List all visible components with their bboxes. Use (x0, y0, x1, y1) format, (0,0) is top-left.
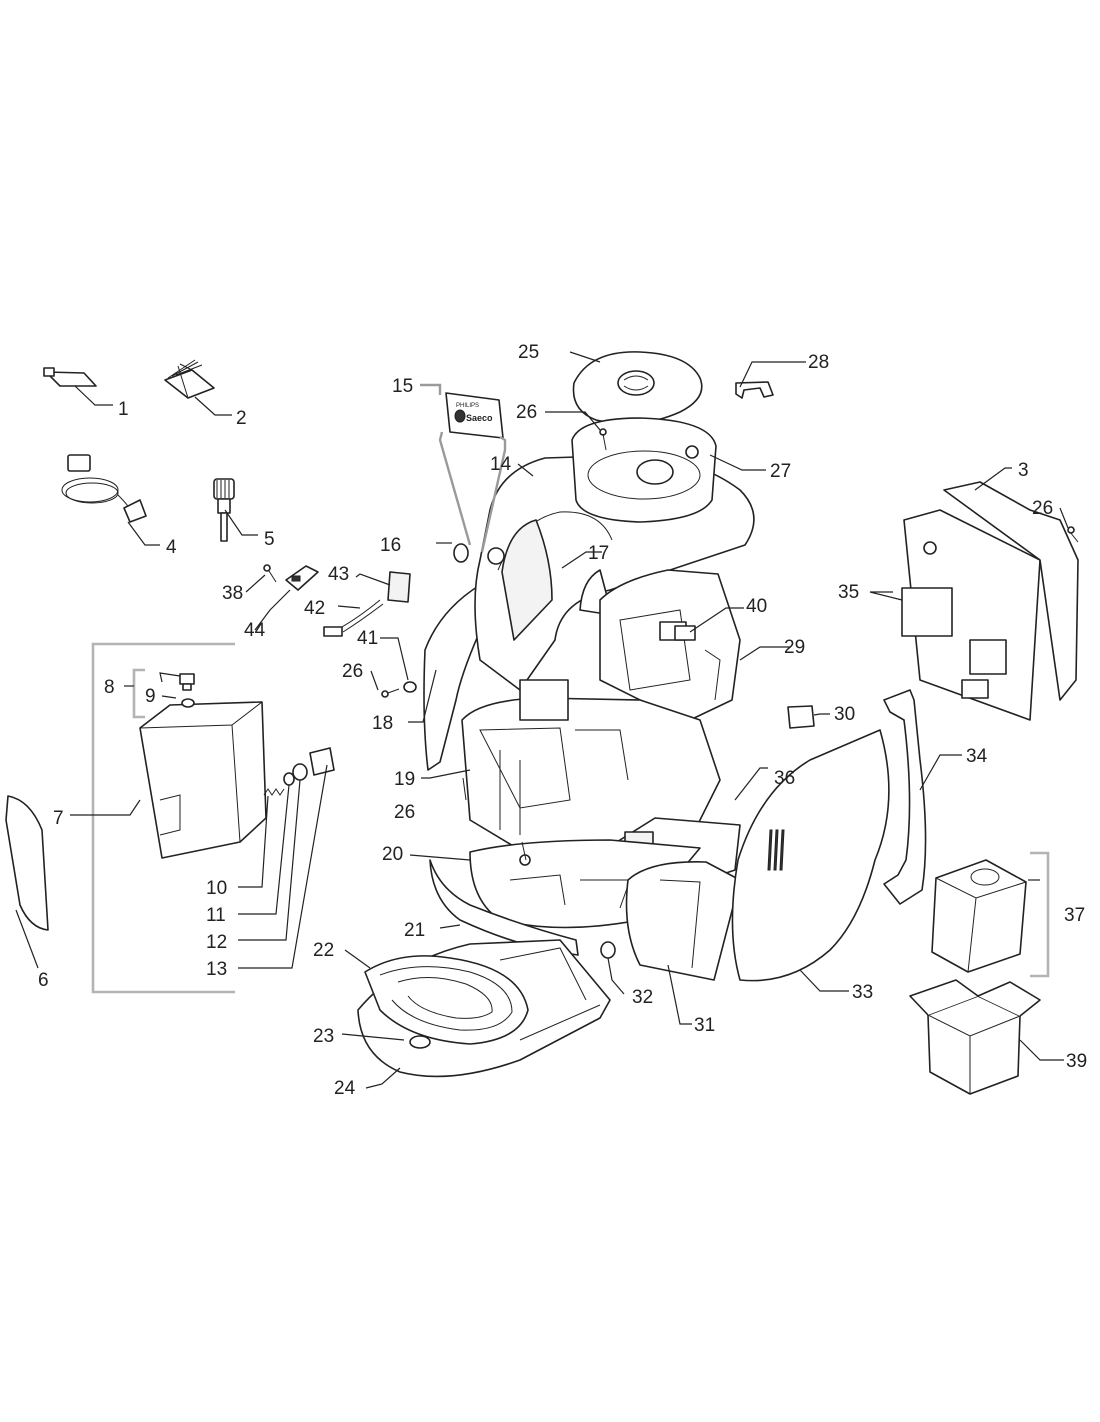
callout-39: 39 (1066, 1051, 1087, 1072)
part-21-trim (429, 859, 579, 956)
callout-26-mid: 26 (342, 661, 363, 682)
callout-29: 29 (784, 637, 805, 658)
callout-3: 3 (1018, 460, 1029, 481)
callout-11: 11 (206, 905, 226, 926)
callout-37: 37 (1064, 905, 1085, 926)
callout-33: 33 (852, 982, 873, 1003)
callout-20: 20 (382, 844, 403, 865)
callout-34: 34 (966, 746, 988, 767)
callout-4: 4 (166, 537, 177, 558)
callout-6: 6 (38, 970, 49, 991)
part-43-pad (387, 571, 411, 603)
leader-lines (15, 351, 1069, 1089)
part-26-screw-a (381, 688, 400, 698)
part-13-valve-plate (309, 747, 335, 776)
part-39-box (909, 979, 1041, 1095)
part-5-knob (213, 478, 235, 542)
callout-35: 35 (838, 582, 859, 603)
callout-25: 25 (518, 342, 539, 363)
callout-44: 44 (244, 620, 266, 641)
part-26-screw-b (1067, 526, 1079, 543)
part-29-frame (599, 569, 741, 721)
callout-32: 32 (632, 987, 653, 1008)
callout-2: 2 (236, 408, 247, 429)
callout-7: 7 (53, 808, 64, 829)
part-37-packaging-insert (931, 859, 1027, 973)
callout-26-bottom: 26 (394, 802, 415, 823)
callout-30: 30 (834, 704, 855, 725)
part-4-power-cord (61, 454, 147, 523)
part-26-screw-c (599, 428, 607, 451)
bracket-37-group (1030, 851, 1050, 978)
callout-13: 13 (206, 959, 227, 980)
part-25-lid (572, 351, 703, 425)
callout-38: 38 (222, 583, 243, 604)
callout-12: 12 (206, 932, 227, 953)
callout-10: 10 (206, 878, 227, 899)
part-26-screw-d (462, 777, 527, 861)
callout-26-top: 26 (516, 402, 537, 423)
bracket-15-badge (420, 383, 507, 553)
callout-18: 18 (372, 713, 393, 734)
part-3-board-cover (943, 481, 1079, 701)
part-33-side-door (731, 729, 890, 982)
part-31-drip-front (625, 861, 741, 981)
part-19-chassis (461, 679, 721, 851)
bracket-8-group (132, 668, 145, 719)
callout-27: 27 (770, 461, 791, 482)
part-1-grease-tube (43, 367, 97, 387)
callout-21: 21 (404, 920, 425, 941)
callout-1: 1 (118, 399, 129, 420)
part-35-power-board (901, 509, 1041, 721)
callout-23: 23 (313, 1026, 334, 1047)
callout-22: 22 (313, 940, 334, 961)
part-9-o-ring (181, 698, 195, 708)
part-44-sensor (285, 565, 319, 591)
part-11-washer (283, 772, 295, 786)
callout-5: 5 (264, 529, 275, 550)
bracket-7-group (91, 642, 235, 994)
part-30-button (787, 705, 815, 729)
part-15-badge: PHILIPS Saeco (445, 392, 504, 439)
callout-15: 15 (392, 376, 413, 397)
callout-8: 8 (104, 677, 115, 698)
badge-brand: PHILIPS (456, 403, 479, 409)
part-10-spring (263, 788, 285, 796)
callout-labels: 1 2 3 4 5 6 7 8 9 10 11 12 13 14 15 16 1… (38, 342, 1087, 1099)
callout-42: 42 (304, 598, 325, 619)
callout-16: 16 (380, 535, 401, 556)
badge-model: Saeco (466, 413, 493, 423)
part-2-manual (164, 359, 215, 399)
part-6-side-panel (5, 795, 49, 931)
part-27-bean-hopper (571, 417, 717, 523)
callout-43: 43 (328, 564, 349, 585)
callout-17: 17 (588, 543, 609, 564)
part-34-hinge-rod (883, 689, 927, 905)
part-40-switch (674, 625, 696, 641)
part-7-water-tank (139, 701, 267, 859)
part-38-screw (263, 564, 277, 583)
part-23-float (409, 1035, 431, 1049)
part-28-clip (735, 381, 774, 399)
part-42-cable (323, 599, 384, 637)
callout-41: 41 (357, 628, 378, 649)
part-16-washer (453, 543, 469, 563)
callout-28: 28 (808, 352, 829, 373)
callout-19: 19 (394, 769, 415, 790)
callout-31: 31 (694, 1015, 715, 1036)
callout-14: 14 (490, 454, 512, 475)
part-8-valve (179, 673, 195, 691)
callout-24: 24 (334, 1078, 356, 1099)
callout-36: 36 (774, 768, 795, 789)
callout-9: 9 (145, 686, 156, 707)
callout-26-right: 26 (1032, 498, 1053, 519)
callout-40: 40 (746, 596, 767, 617)
part-12-seal (292, 763, 308, 781)
part-41-o-ring (403, 681, 417, 693)
part-32-foot (600, 941, 616, 959)
